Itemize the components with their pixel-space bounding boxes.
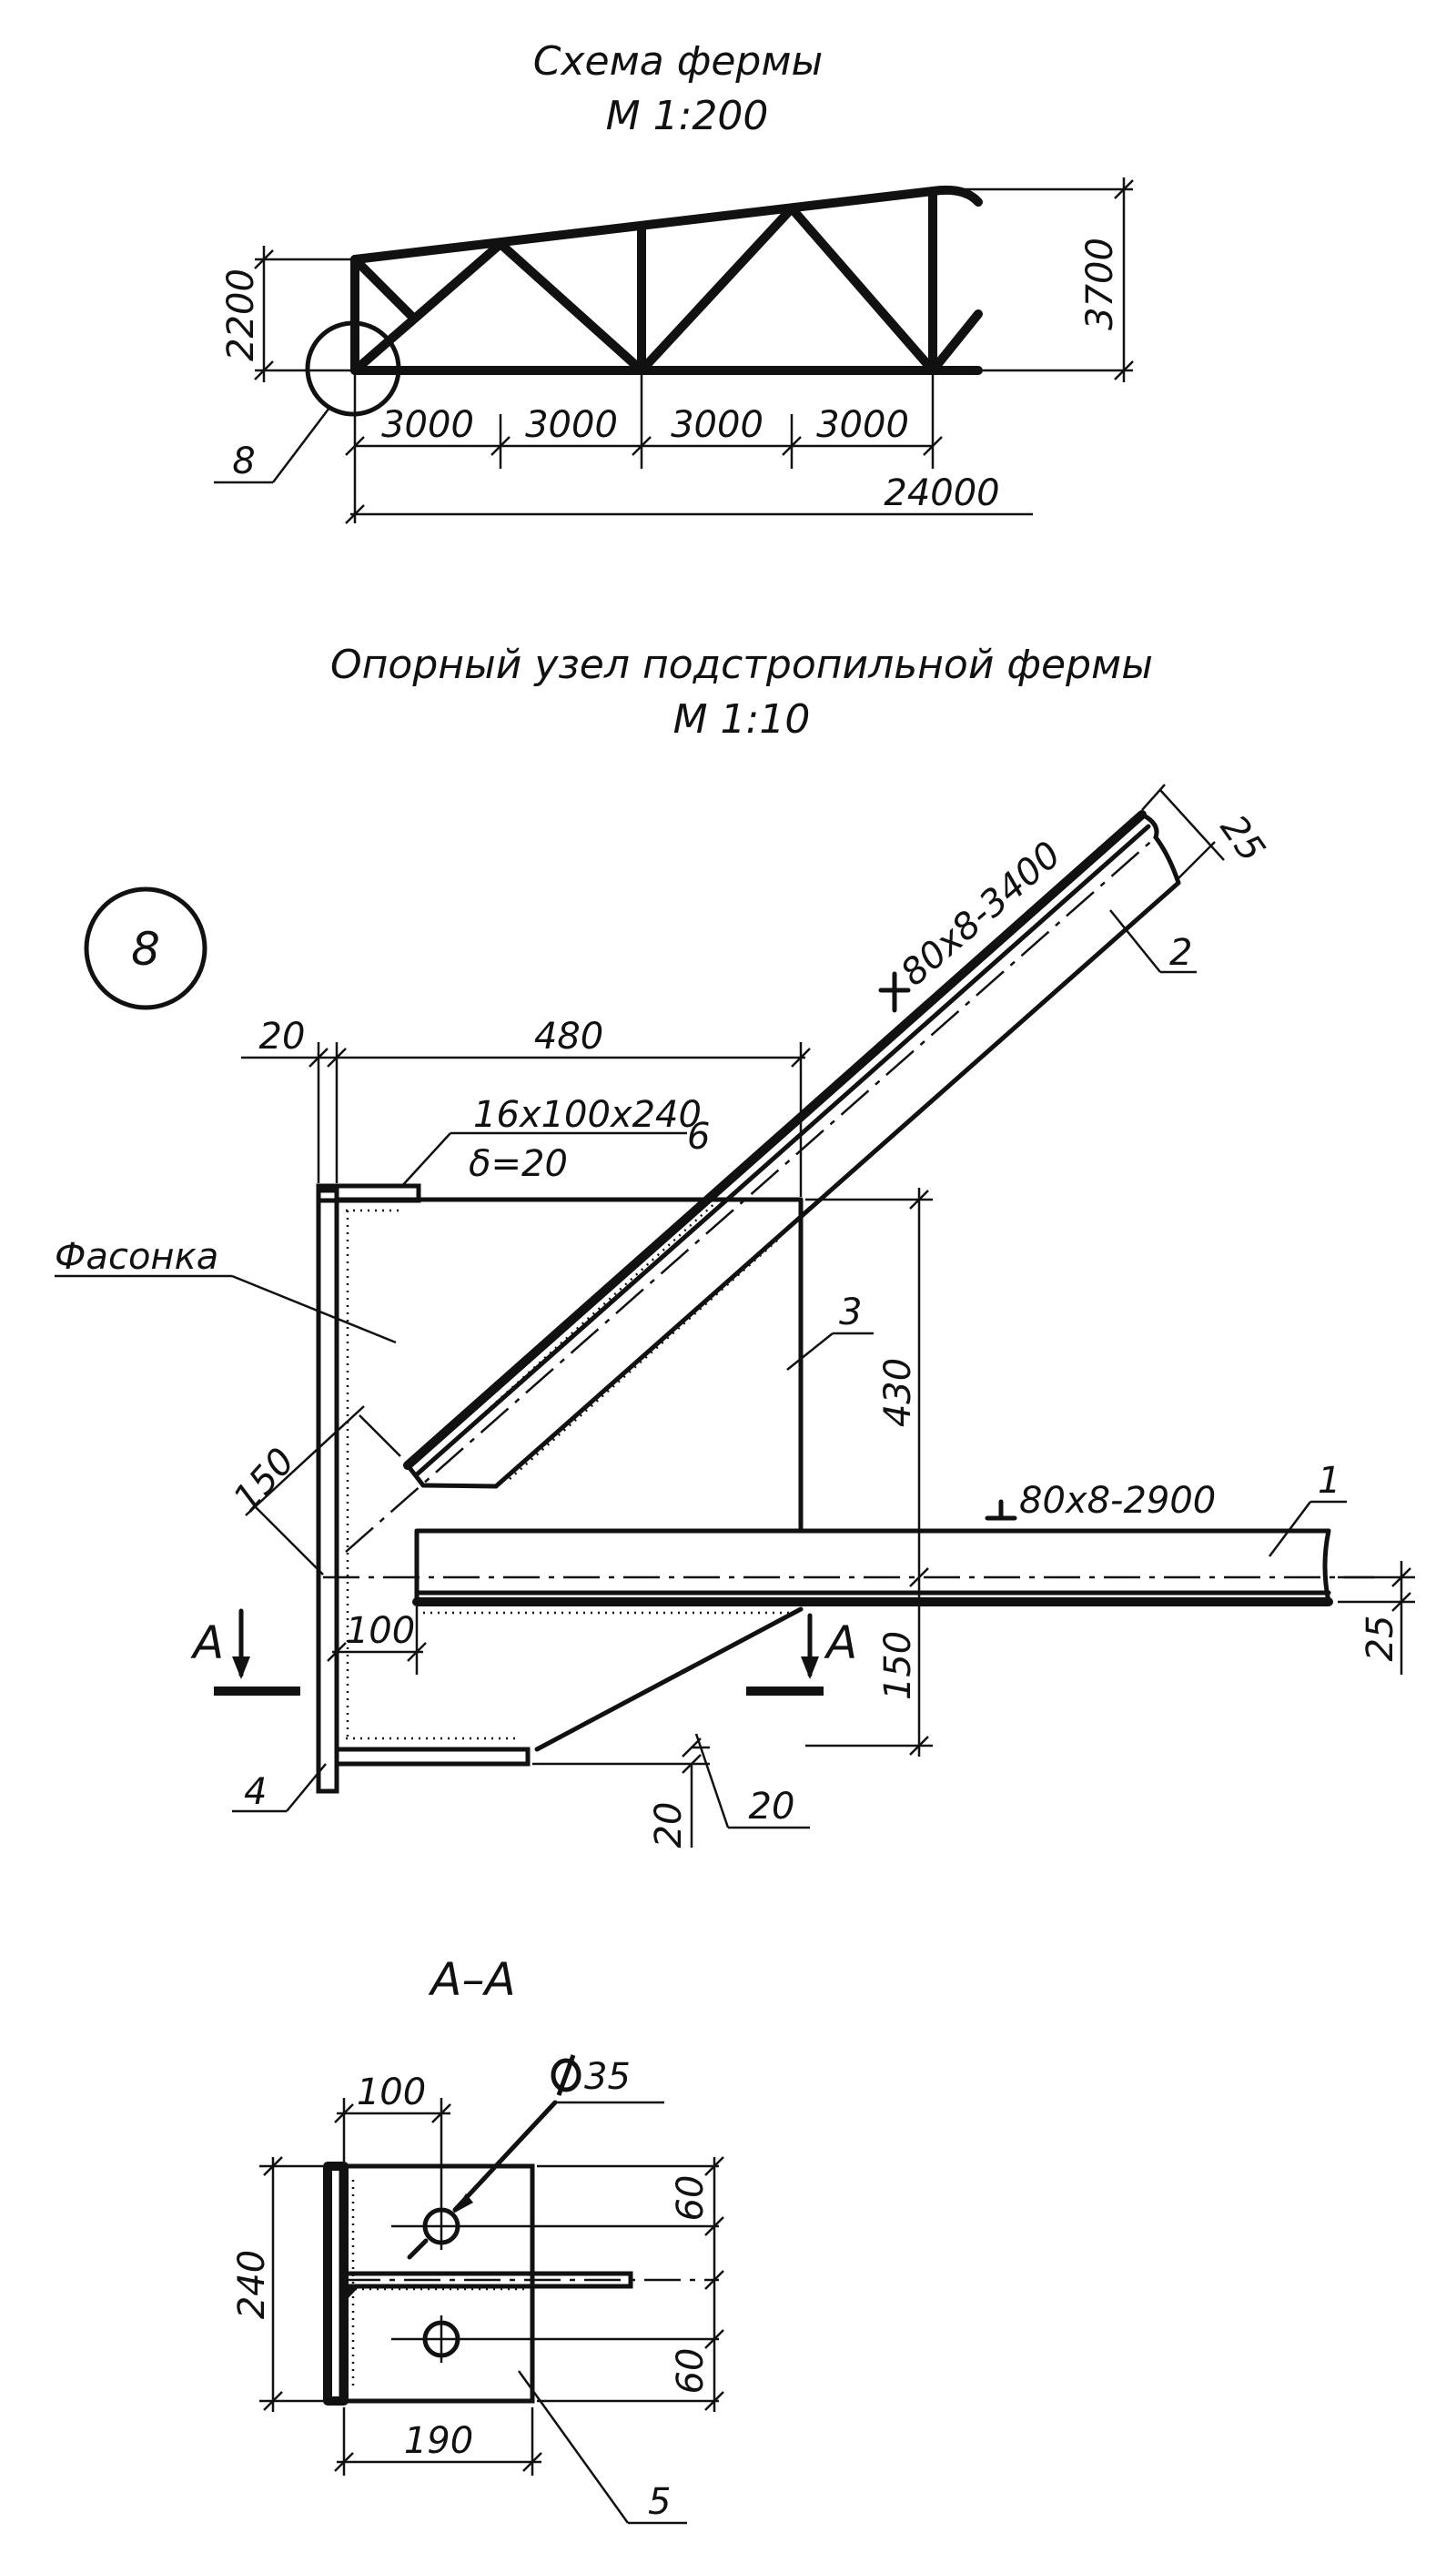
weld-marks-diagonal [436, 1199, 720, 1457]
plate-mark: 6 [687, 1116, 710, 1158]
callout-node-label: 8 [232, 441, 255, 482]
dim-25-right: 25 [1360, 1616, 1401, 1662]
dim-150-right: 150 [877, 1631, 919, 1700]
truss-top-chord-break [928, 185, 983, 207]
support-node-scale: М 1:10 [673, 696, 811, 743]
weld-marks-diagonal [509, 1239, 779, 1480]
truss-scheme-title: Схема фермы [533, 38, 824, 85]
dim-480: 480 [534, 1016, 603, 1058]
dim-panel-1: 3000 [381, 404, 474, 446]
dim-25-top: 25 [1212, 807, 1273, 869]
section-dim-60-bottom: 60 [670, 2348, 712, 2395]
section-letter-right: А [824, 1616, 857, 1669]
dim-panel-4: 3000 [816, 404, 909, 446]
section-plate [339, 2163, 535, 2404]
truss-diagonal [787, 204, 937, 375]
section-dim-190: 190 [404, 2420, 473, 2462]
node-mark-circle [84, 886, 207, 1010]
dim-left-height: 2200 [220, 268, 262, 361]
end-plate [316, 1188, 339, 1794]
plate-spec: 16х100х240 [473, 1094, 702, 1136]
support-node-detail: Опорный узел подстропильной фермы М 1:10… [55, 642, 1415, 1848]
diameter-icon [551, 2054, 581, 2096]
truss-diagonal [350, 239, 505, 375]
section-letter-left: А [190, 1616, 224, 1669]
truss-top-chord [350, 187, 937, 264]
dim-20-bottom: 20 [749, 1786, 795, 1828]
truss-diagonal [637, 204, 796, 375]
section-dim-100: 100 [357, 2072, 426, 2113]
dim-panel-3: 3000 [671, 404, 763, 446]
gusset-bottom-slope [534, 1606, 804, 1752]
diagonal-angle-edge [493, 880, 1181, 1489]
stiffener-mark: 3 [839, 1292, 862, 1333]
section-plate-mark: 5 [648, 2481, 671, 2523]
truss-diagonal [928, 309, 983, 375]
dim-total-span: 24000 [884, 472, 999, 514]
truss-end-brace [350, 255, 419, 323]
truss-scheme: Схема фермы М 1:200 2200 3700 [214, 38, 1134, 524]
dim-430: 430 [877, 1358, 919, 1427]
diagonal-angle-edge [403, 810, 1147, 1470]
section-aa: А–А 35 100 [231, 1953, 724, 2525]
chord-mark: 1 [1318, 1460, 1340, 1502]
bottom-plate [334, 1747, 531, 1767]
dim-right-height: 3700 [1079, 238, 1121, 330]
endplate-mark: 4 [244, 1771, 267, 1813]
chord-profile: 80х8-2900 [1019, 1480, 1216, 1522]
hole-diameter: 35 [584, 2056, 631, 2098]
diagonal-angle-flange [414, 824, 1151, 1477]
truss-diagonal [496, 239, 646, 375]
gusset-label: Фасонка [55, 1236, 218, 1278]
section-aa-title: А–А [428, 1953, 515, 2006]
gusset-thickness: δ=20 [469, 1143, 568, 1185]
diagonal-mark: 2 [1169, 932, 1192, 974]
dim-panel-2: 3000 [525, 404, 618, 446]
dim-20-top: 20 [259, 1016, 306, 1058]
support-node-title: Опорный узел подстропильной фермы [330, 642, 1153, 688]
diagonal-centerline [345, 836, 1157, 1553]
truss-scheme-scale: М 1:200 [606, 93, 769, 139]
section-endplate [323, 2162, 349, 2406]
dim-20-vert: 20 [648, 1802, 690, 1849]
dim-100: 100 [346, 1610, 415, 1652]
node-mark-label: 8 [131, 923, 160, 976]
node-callout-circle [305, 320, 401, 417]
diagonal-profile: 80х8-3400 [893, 834, 1068, 995]
dim-150-left: 150 [226, 1441, 303, 1521]
section-dim-240: 240 [231, 2250, 273, 2319]
section-dim-60-top: 60 [670, 2175, 712, 2222]
